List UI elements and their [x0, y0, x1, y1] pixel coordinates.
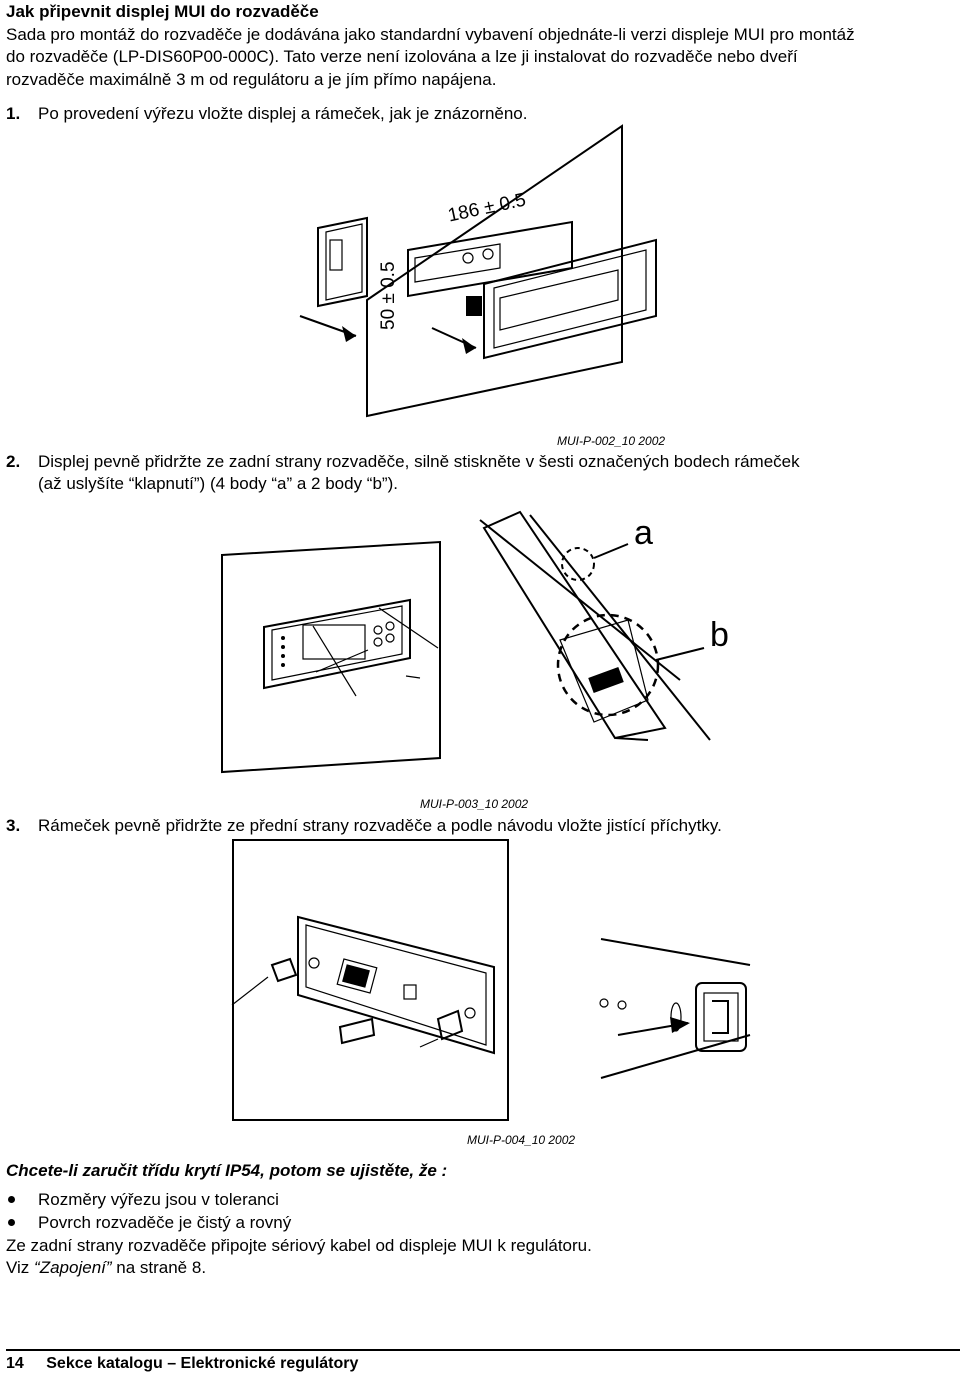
figure-2-illustration	[221, 510, 711, 774]
cable-instruction: Ze zadní strany rozvaděče připojte sério…	[6, 1236, 592, 1255]
see-prefix: Viz	[6, 1258, 35, 1277]
ip54-bullet-1: Rozměry výřezu jsou v toleranci	[38, 1190, 279, 1209]
ip54-bullet-2: Povrch rozvaděče je čistý a rovný	[38, 1213, 292, 1232]
see-suffix: na straně 8.	[111, 1258, 207, 1277]
see-link[interactable]: “Zapojení”	[34, 1258, 112, 1277]
figure-3-label: MUI-P-004_10 2002	[467, 1133, 576, 1147]
dimension-height: 50 ± 0.5	[378, 261, 399, 330]
figure-1-illustration	[299, 124, 657, 418]
figure-3-illustration	[231, 839, 751, 1121]
footer-divider	[6, 1349, 960, 1351]
point-a-label: a	[634, 514, 653, 552]
intro-line-1: Sada pro montáž do rozvaděče je dodávána…	[6, 25, 855, 44]
see-reference: Viz “Zapojení” na straně 8.	[6, 1257, 206, 1278]
step-2-number: 2.	[6, 452, 21, 471]
figure-1-label: MUI-P-002_10 2002	[557, 434, 666, 448]
page-heading: Jak připevnit displej MUI do rozvaděče	[6, 2, 319, 21]
page-footer: 14 Sekce katalogu – Elektronické regulát…	[6, 1355, 358, 1373]
bullet-2-icon	[8, 1219, 15, 1226]
step-3-number: 3.	[6, 816, 21, 835]
intro-line-3: rozvaděče maximálně 3 m od regulátoru a …	[6, 70, 497, 89]
ip54-heading: Chcete-li zaručit třídu krytí IP54, poto…	[6, 1161, 448, 1180]
step-2-text-line-2: (až uslyšíte “klapnutí”) (4 body “a” a 2…	[38, 474, 398, 493]
step-3-text: Rámeček pevně přidržte ze přední strany …	[38, 816, 722, 835]
intro-line-2: do rozvaděče (LP-DIS60P00-000C). Tato ve…	[6, 47, 798, 66]
step-2-text-line-1: Displej pevně přidržte ze zadní strany r…	[38, 452, 800, 471]
figure-2-label: MUI-P-003_10 2002	[420, 797, 529, 811]
page-number: 14	[6, 1355, 24, 1372]
footer-title: Sekce katalogu – Elektronické regulátory	[46, 1355, 359, 1372]
step-1-number: 1.	[6, 104, 21, 123]
bullet-1-icon	[8, 1196, 15, 1203]
point-b-label: b	[710, 616, 729, 654]
step-1-text: Po provedení výřezu vložte displej a rám…	[38, 104, 528, 123]
